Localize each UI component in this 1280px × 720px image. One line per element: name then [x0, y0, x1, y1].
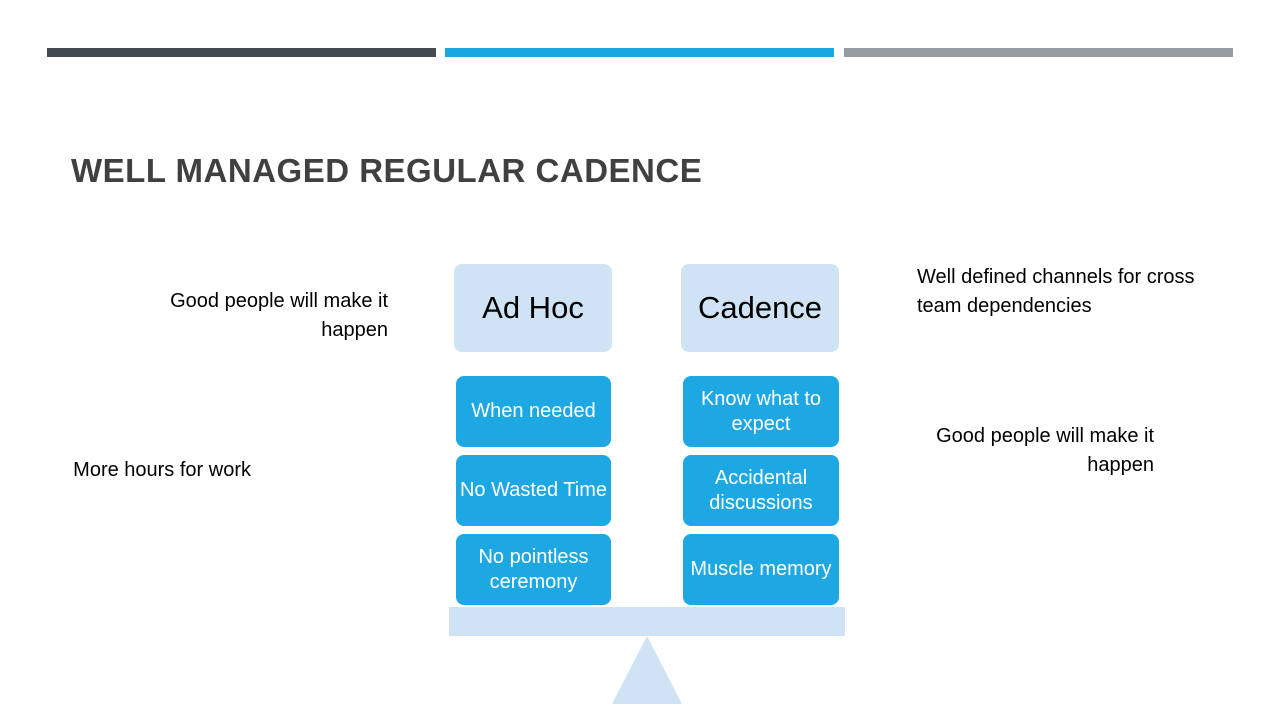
note-left-bottom: More hours for work	[73, 459, 251, 481]
cadence-item: Accidental discussions	[683, 455, 839, 526]
balance-beam	[449, 607, 845, 636]
ad-hoc-item: When needed	[456, 376, 611, 447]
top-accent-bar-dark	[47, 48, 436, 57]
top-accent-bar-blue	[445, 48, 834, 57]
note-right-bottom: Good people will make it happen	[936, 425, 1154, 476]
cadence-item: Muscle memory	[683, 534, 839, 605]
note-right-top: Well defined channels for cross team dep…	[917, 266, 1195, 317]
cadence-item: Know what to expect	[683, 376, 839, 447]
ad-hoc-item: No pointless ceremony	[456, 534, 611, 605]
balance-fulcrum	[612, 636, 682, 704]
note-left-top: Good people will make it happen	[170, 290, 388, 341]
ad-hoc-item: No Wasted Time	[456, 455, 611, 526]
slide-title: WELL MANAGED REGULAR CADENCE	[71, 152, 703, 189]
top-accent-bar-gray	[844, 48, 1233, 57]
ad-hoc-header: Ad Hoc	[454, 264, 612, 352]
cadence-header: Cadence	[681, 264, 839, 352]
